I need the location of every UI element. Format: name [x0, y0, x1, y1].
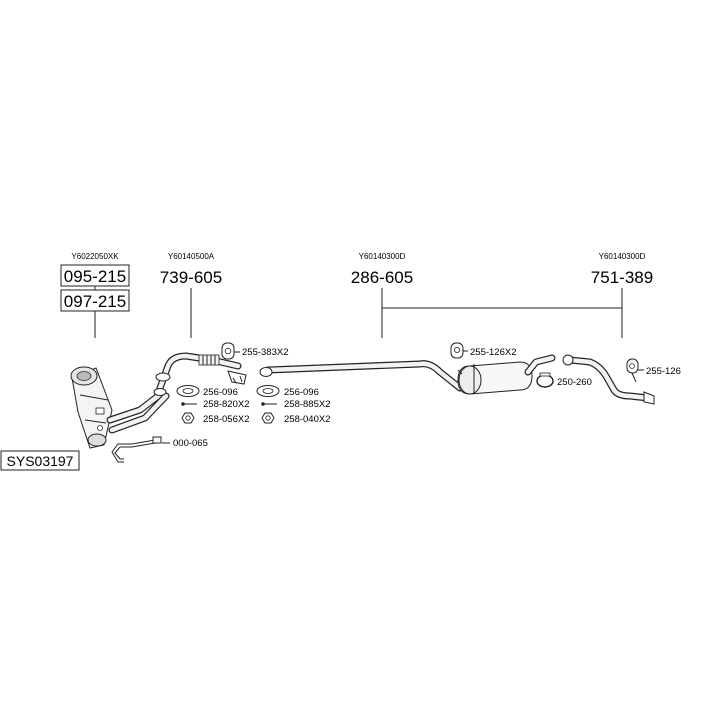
middle-silencer-illustration[interactable]	[457, 354, 556, 395]
bolt-icon[interactable]	[261, 402, 277, 406]
callout-255-126x2[interactable]: 255-126X2	[470, 347, 516, 358]
middle-oem-number: Y60140300D	[359, 252, 406, 261]
front-part-number-2[interactable]: 097-215	[64, 292, 126, 311]
filter-outlet-pipes	[106, 389, 170, 434]
front-oem-number: Y6022050XK	[71, 252, 119, 261]
downpipe-illustration[interactable]	[153, 352, 247, 396]
callout-258-056x2[interactable]: 258-056X2	[203, 414, 249, 425]
middle-part-number[interactable]: 286-605	[351, 268, 413, 287]
callout-256-096-left[interactable]: 256-096	[203, 387, 238, 398]
callout-255-126[interactable]: 255-126	[646, 366, 681, 377]
clamp-icon[interactable]	[536, 372, 554, 388]
rear-pipe-illustration[interactable]	[562, 354, 655, 405]
gasket-icon[interactable]	[256, 385, 280, 397]
downpipe-oem-number: Y60140500A	[168, 252, 215, 261]
callout-258-820x2[interactable]: 258-820X2	[203, 399, 249, 410]
middle-pipe-illustration[interactable]	[259, 360, 464, 392]
callout-258-885x2[interactable]: 258-885X2	[284, 399, 330, 410]
callout-250-260[interactable]: 250-260	[557, 377, 592, 388]
front-part-number-1[interactable]: 095-215	[64, 267, 126, 286]
mid-rear-bracket-line	[381, 288, 623, 338]
rubber-mount-icon[interactable]	[450, 342, 464, 359]
particulate-filter-illustration[interactable]	[70, 366, 113, 449]
rear-oem-number: Y60140300D	[599, 252, 646, 261]
gasket-icon[interactable]	[176, 385, 200, 397]
rear-part-number[interactable]: 751-389	[591, 268, 653, 287]
rubber-mount-icon[interactable]	[626, 358, 639, 383]
callout-255-383x2[interactable]: 255-383X2	[242, 347, 288, 358]
downpipe-part-number[interactable]: 739-605	[160, 268, 222, 287]
callout-000-065[interactable]: 000-065	[173, 438, 208, 449]
system-code-box	[0, 450, 80, 471]
rubber-mount-icon[interactable]	[221, 342, 235, 360]
nut-icon[interactable]	[181, 412, 195, 424]
nut-icon[interactable]	[261, 412, 275, 424]
callout-258-040x2[interactable]: 258-040X2	[284, 414, 330, 425]
egr-sensor-pipe-illustration[interactable]	[111, 436, 162, 463]
bolt-icon[interactable]	[181, 402, 197, 406]
system-code: SYS03197	[7, 453, 74, 469]
callout-256-096-right[interactable]: 256-096	[284, 387, 319, 398]
